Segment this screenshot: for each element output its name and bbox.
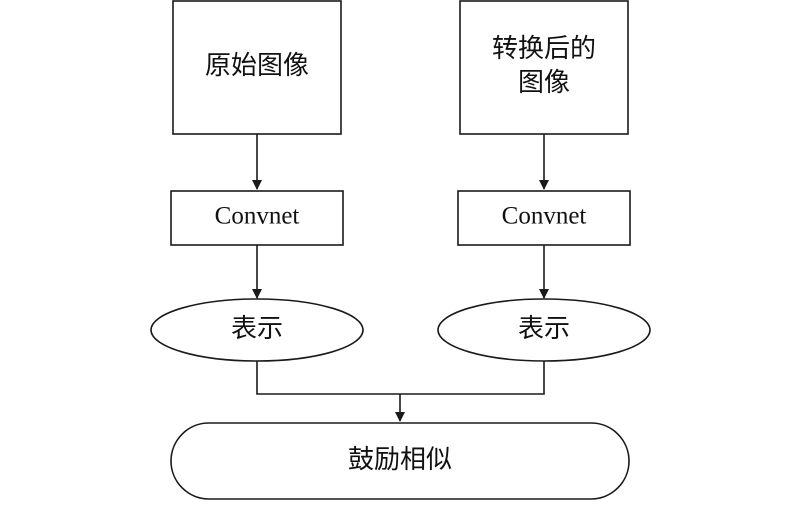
original-image-box [172, 0, 342, 135]
convnet-left-label: Convnet [215, 203, 300, 230]
original-image-label: 原始图像 [205, 51, 309, 81]
encourage-similarity-label: 鼓励相似 [348, 445, 452, 475]
merge-connector [256, 361, 545, 395]
encourage-similarity-box [170, 422, 630, 500]
transformed-image-box [459, 0, 629, 135]
transformed-image-label-line2: 图像 [518, 68, 570, 98]
convnet-right-label: Convnet [502, 203, 587, 230]
convnet-left-box [170, 190, 344, 246]
representation-left-label: 表示 [231, 314, 283, 344]
convnet-right-box [457, 190, 631, 246]
transformed-image-label-line1: 转换后的 [492, 34, 596, 64]
representation-right-label: 表示 [518, 314, 570, 344]
